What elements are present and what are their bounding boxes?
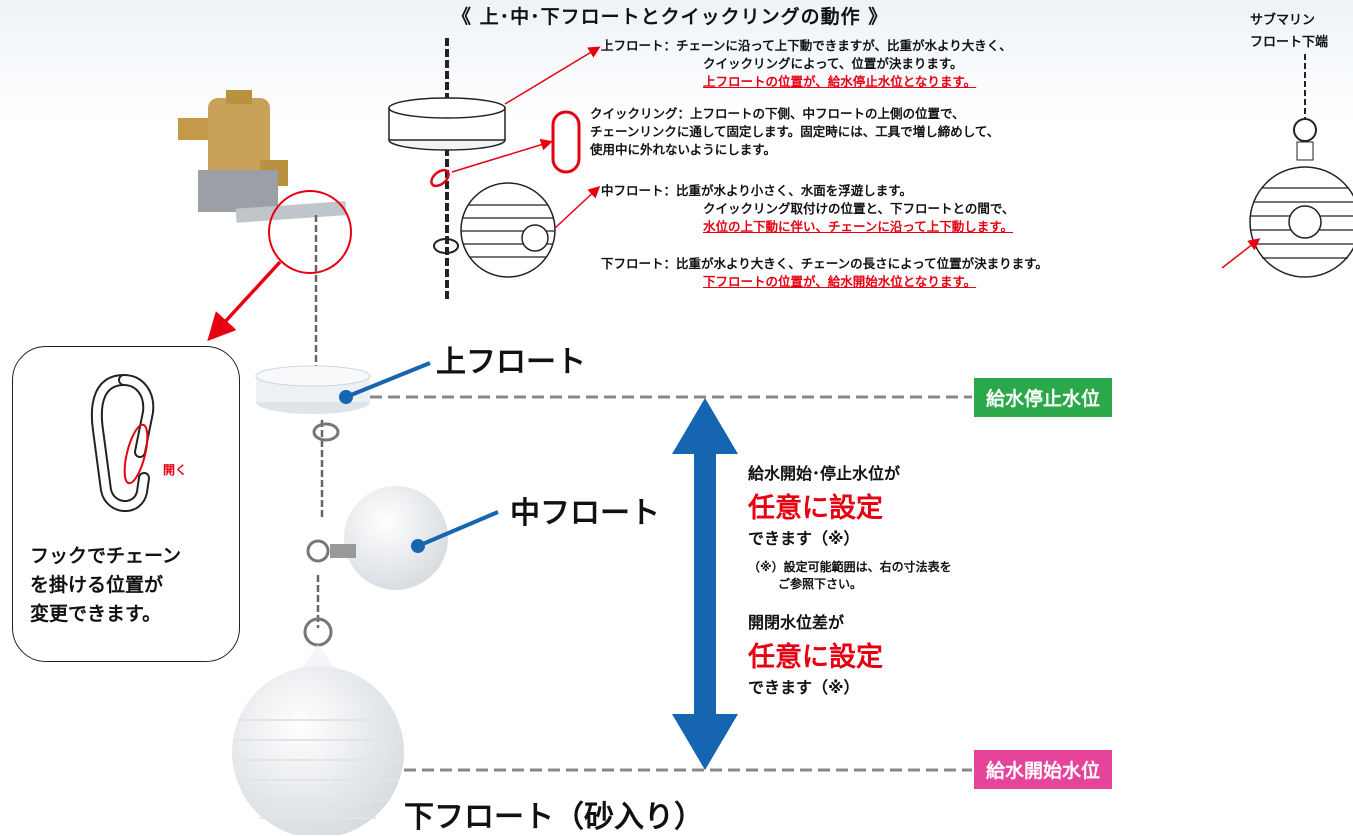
desc-highlight: 水位の上下動に伴い、チェーンに沿って上下動します。 xyxy=(703,219,1014,234)
desc-line: 下フロート：比重が水より大きく、チェーンの長さによって位置が決まります。 xyxy=(601,256,1048,271)
desc-line: 中フロート：比重が水より小さく、水面を浮遊します。 xyxy=(601,183,913,198)
info-note: ご参照下さい。 xyxy=(778,577,863,591)
desc-line: 使用中に外れないようにします。 xyxy=(590,142,777,157)
info-line: できます（※） xyxy=(748,678,860,697)
desc-line: クイックリング取付けの位置と、下フロートとの間で、 xyxy=(703,201,1015,216)
hook-line: フックでチェーン xyxy=(30,545,182,567)
hook-line: を掛ける位置が xyxy=(30,574,164,596)
setting-info: 給水開始･停止水位が 任意に設定 できます（※） （※）設定可能範囲は、右の寸法… xyxy=(748,460,952,698)
quick-ring-description: クイックリング：上フロートの下側、中フロートの上側の位置で、 チェーンリンクに通… xyxy=(590,105,999,159)
corner-label-line1: サブマリン xyxy=(1250,13,1316,28)
upper-float-description: 上フロート：チェーンに沿って上下動できますが、比重が水より大きく、 クイックリン… xyxy=(601,37,1012,91)
hook-icon xyxy=(90,374,155,512)
middle-float-label: 中フロート xyxy=(510,496,660,531)
info-emphasis: 任意に設定 xyxy=(748,493,883,524)
desc-line: クイックリング：上フロートの下側、中フロートの上側の位置で、 xyxy=(590,106,965,121)
start-level-badge: 給水開始水位 xyxy=(974,750,1113,789)
stop-level-badge: 給水停止水位 xyxy=(974,378,1113,417)
middle-float-description: 中フロート：比重が水より小さく、水面を浮遊します。 クイックリング取付けの位置と… xyxy=(601,182,1014,236)
info-emphasis: 任意に設定 xyxy=(748,642,883,673)
info-line: 給水開始･停止水位が xyxy=(748,464,901,483)
lower-float-description: 下フロート：比重が水より大きく、チェーンの長さによって位置が決まります。 下フロ… xyxy=(601,255,1048,291)
desc-highlight: 上フロートの位置が、給水停止水位となります。 xyxy=(703,74,977,89)
hook-open-label: 開く xyxy=(163,463,188,477)
diagram-title: 《 上･中･下フロートとクイックリングの動作 》 xyxy=(452,6,889,28)
valve-illustration xyxy=(178,90,347,223)
corner-label-line2: フロート下端 xyxy=(1250,35,1329,50)
corner-label: サブマリン フロート下端 xyxy=(1250,10,1328,54)
desc-line: クイックリングによって、位置が決まります。 xyxy=(703,56,963,71)
lower-float-label: 下フロート（砂入り） xyxy=(404,800,704,835)
info-line: 開閉水位差が xyxy=(748,613,845,632)
desc-line: 上フロート：チェーンに沿って上下動できますが、比重が水より大きく、 xyxy=(601,38,1012,53)
desc-highlight: 下フロートの位置が、給水開始水位となります。 xyxy=(703,274,977,289)
desc-line: チェーンリンクに通して固定します。固定時には、工具で増し締めして、 xyxy=(590,124,1000,139)
hook-description: フックでチェーン を掛ける位置が 変更できます。 xyxy=(30,542,181,629)
hook-line: 変更できます。 xyxy=(30,603,162,625)
upper-float-label: 上フロート xyxy=(436,345,586,380)
info-note: （※）設定可能範囲は、右の寸法表を xyxy=(748,560,952,574)
info-line: できます（※） xyxy=(748,529,860,548)
